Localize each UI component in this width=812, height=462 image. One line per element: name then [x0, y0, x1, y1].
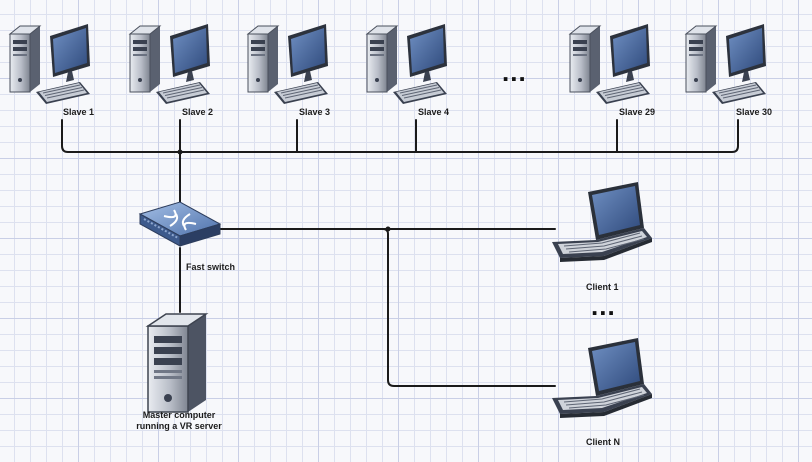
slave3-label: Slave 3 — [299, 107, 331, 117]
slave29-desktop-computer-icon — [569, 23, 651, 105]
client1-laptop-icon — [551, 181, 653, 263]
slave1-link — [61, 119, 69, 153]
network-switch-icon — [139, 201, 221, 247]
slave29-label: Slave 29 — [619, 107, 656, 117]
master-label-line2: running a VR server — [136, 421, 222, 431]
master-label: Master computer running a VR server — [118, 410, 240, 432]
slaves-ellipsis: ... — [502, 57, 527, 87]
slave1-label: Slave 1 — [63, 107, 95, 117]
slave4-label: Slave 4 — [418, 107, 450, 117]
master-label-line1: Master computer — [142, 410, 216, 420]
clients-ellipsis: ... — [591, 291, 616, 321]
slave1-desktop-computer-icon — [9, 23, 91, 105]
bus-junction-dot — [177, 149, 183, 155]
slave2-label: Slave 2 — [182, 107, 214, 117]
switch-to-clientN-line — [382, 228, 556, 387]
clientN-laptop-icon — [551, 337, 653, 419]
switch-label: Fast switch — [186, 262, 236, 272]
slave4-desktop-computer-icon — [366, 23, 448, 105]
slave30-desktop-computer-icon — [685, 23, 767, 105]
client-junction-dot — [385, 226, 391, 232]
master-server-tower-icon — [147, 313, 207, 413]
slave3-desktop-computer-icon — [247, 23, 329, 105]
clientN-label: Client N — [586, 437, 621, 447]
slave2-desktop-computer-icon — [129, 23, 211, 105]
slave30-label: Slave 30 — [736, 107, 773, 117]
slave-bus-line — [67, 119, 739, 153]
client1-label: Client 1 — [586, 282, 619, 292]
